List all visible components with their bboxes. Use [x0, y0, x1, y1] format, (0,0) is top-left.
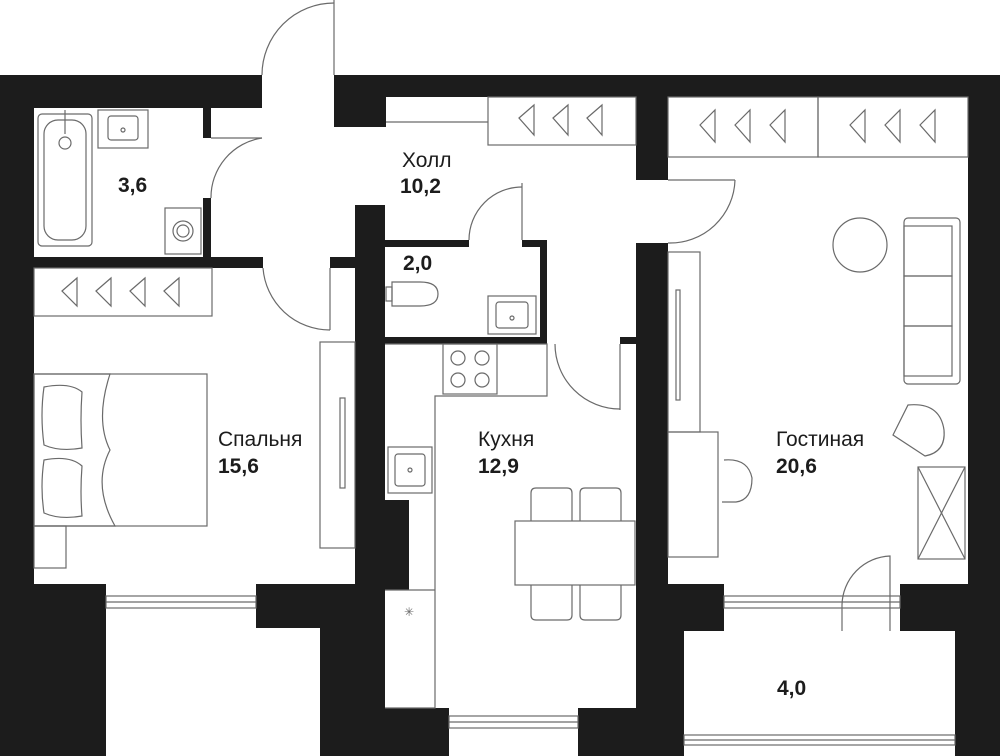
bed-icon [33, 373, 208, 569]
hall-name: Холл [402, 149, 452, 172]
armchair-icon [892, 404, 945, 457]
balcony-area: 4,0 [777, 677, 806, 700]
bedroom-area: 15,6 [218, 455, 259, 478]
toilet-icon [385, 281, 439, 307]
chair-icon [530, 487, 622, 621]
bathtub-icon [37, 110, 93, 247]
table-icon [514, 520, 636, 586]
living-area: 20,6 [776, 455, 817, 478]
door-icon [210, 0, 891, 631]
sink-icon [97, 109, 149, 149]
hanger-icon [33, 267, 213, 317]
cabinet [917, 466, 966, 560]
svg-text:✳: ✳ [404, 605, 414, 619]
bathroom-area: 3,6 [118, 174, 147, 197]
sink-icon [487, 295, 537, 335]
kitchen-area: 12,9 [478, 455, 519, 478]
walls [0, 75, 1000, 756]
stove-icon [442, 343, 498, 395]
hall-area: 10,2 [400, 175, 441, 198]
washing-machine-icon [164, 207, 202, 255]
kitchen-name: Кухня [478, 428, 534, 451]
living-name: Гостиная [776, 428, 864, 451]
cabinet [319, 341, 356, 549]
kitchen-counter: ✳ [385, 343, 548, 709]
bedroom-name: Спальня [218, 428, 302, 451]
window-icon [105, 595, 956, 746]
chair-icon [722, 459, 753, 503]
hanger-icon [386, 96, 637, 146]
desk [667, 251, 719, 558]
room-labels: 3,6 Холл 10,2 2,0 Спальня 15,6 Кухня 12,… [118, 149, 864, 700]
table-icon [832, 217, 888, 273]
hanger-icon [667, 96, 969, 158]
sink-icon [387, 446, 433, 494]
sofa-icon [903, 217, 961, 385]
wc-area: 2,0 [403, 252, 432, 275]
